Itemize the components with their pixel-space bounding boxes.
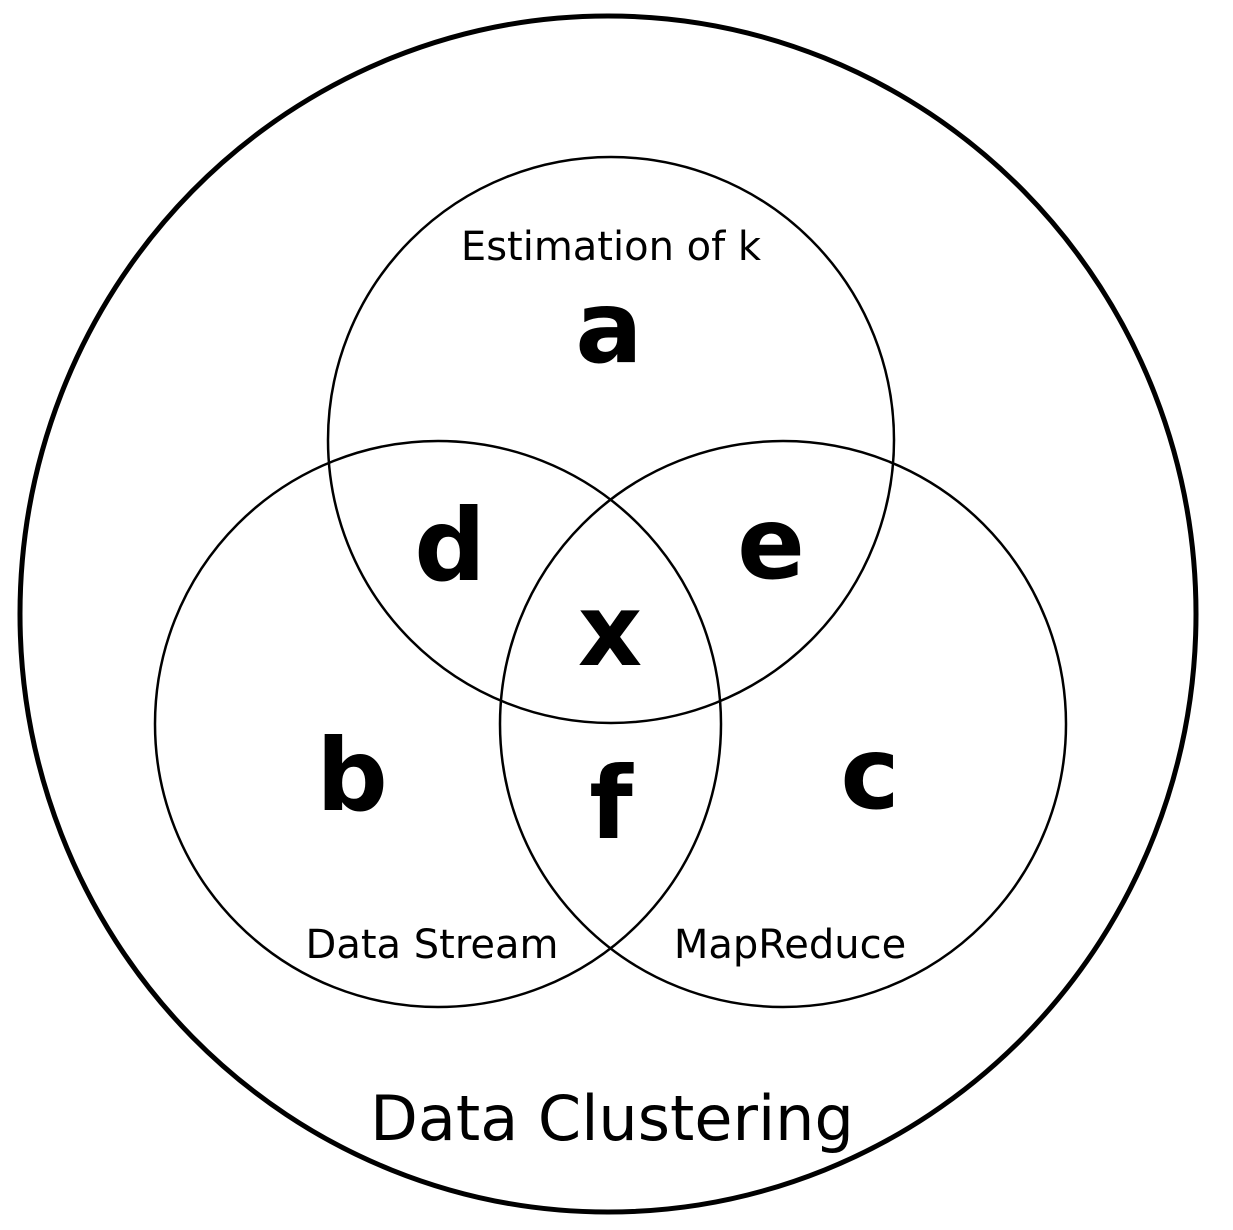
region-d: d bbox=[414, 487, 486, 604]
universe-circle bbox=[17, 13, 1199, 1215]
region-b: b bbox=[316, 717, 388, 834]
region-e: e bbox=[737, 485, 805, 602]
universe-label: Data Clustering bbox=[370, 1082, 854, 1155]
set-circle-data-stream bbox=[153, 439, 723, 1009]
region-c: c bbox=[840, 715, 899, 832]
set-label-mapreduce: MapReduce bbox=[674, 922, 906, 968]
region-x: x bbox=[578, 572, 643, 689]
region-a: a bbox=[575, 269, 642, 386]
set-circle-mapreduce bbox=[498, 439, 1068, 1009]
set-label-estimation-of-k: Estimation of k bbox=[461, 224, 762, 270]
region-f: f bbox=[589, 745, 634, 862]
set-label-data-stream: Data Stream bbox=[306, 922, 559, 968]
set-circle-estimation-of-k bbox=[326, 155, 896, 725]
